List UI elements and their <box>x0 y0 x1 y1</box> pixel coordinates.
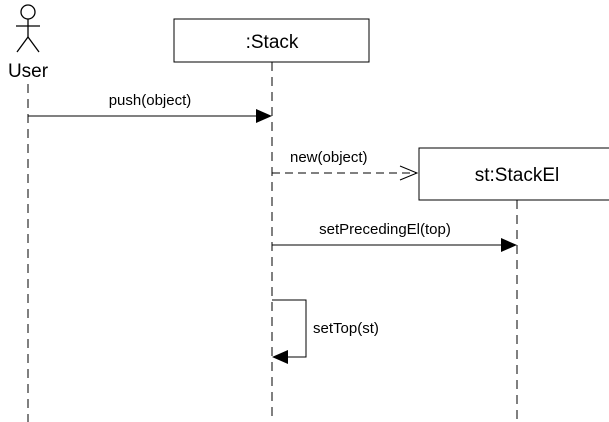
message-push: push(object) <box>28 92 272 123</box>
stick-figure-icon <box>16 4 40 53</box>
push-label: push(object) <box>109 92 192 109</box>
setPrecedingEl-label: setPrecedingEl(top) <box>319 221 451 238</box>
message-new: new(object) <box>272 149 419 181</box>
user-actor: User <box>8 4 49 82</box>
actor-label: User <box>8 61 49 82</box>
filled-arrowhead-icon <box>272 350 288 364</box>
stack-label: :Stack <box>246 32 299 53</box>
message-setPrecedingEl: setPrecedingEl(top) <box>272 221 517 252</box>
filled-arrowhead-icon <box>501 238 517 252</box>
stackel-label: st:StackEl <box>475 165 559 186</box>
setTop-arrow-line <box>272 299 307 358</box>
stackel-box <box>418 147 609 201</box>
stack-participant: :Stack <box>173 18 370 63</box>
message-setTop: setTop(st) <box>272 299 379 364</box>
stack-box <box>173 18 370 63</box>
stackel-participant: st:StackEl <box>418 147 609 201</box>
setTop-label: setTop(st) <box>313 320 379 337</box>
open-arrowhead-icon <box>399 165 419 181</box>
filled-arrowhead-icon <box>256 109 272 123</box>
new-label: new(object) <box>290 149 368 166</box>
